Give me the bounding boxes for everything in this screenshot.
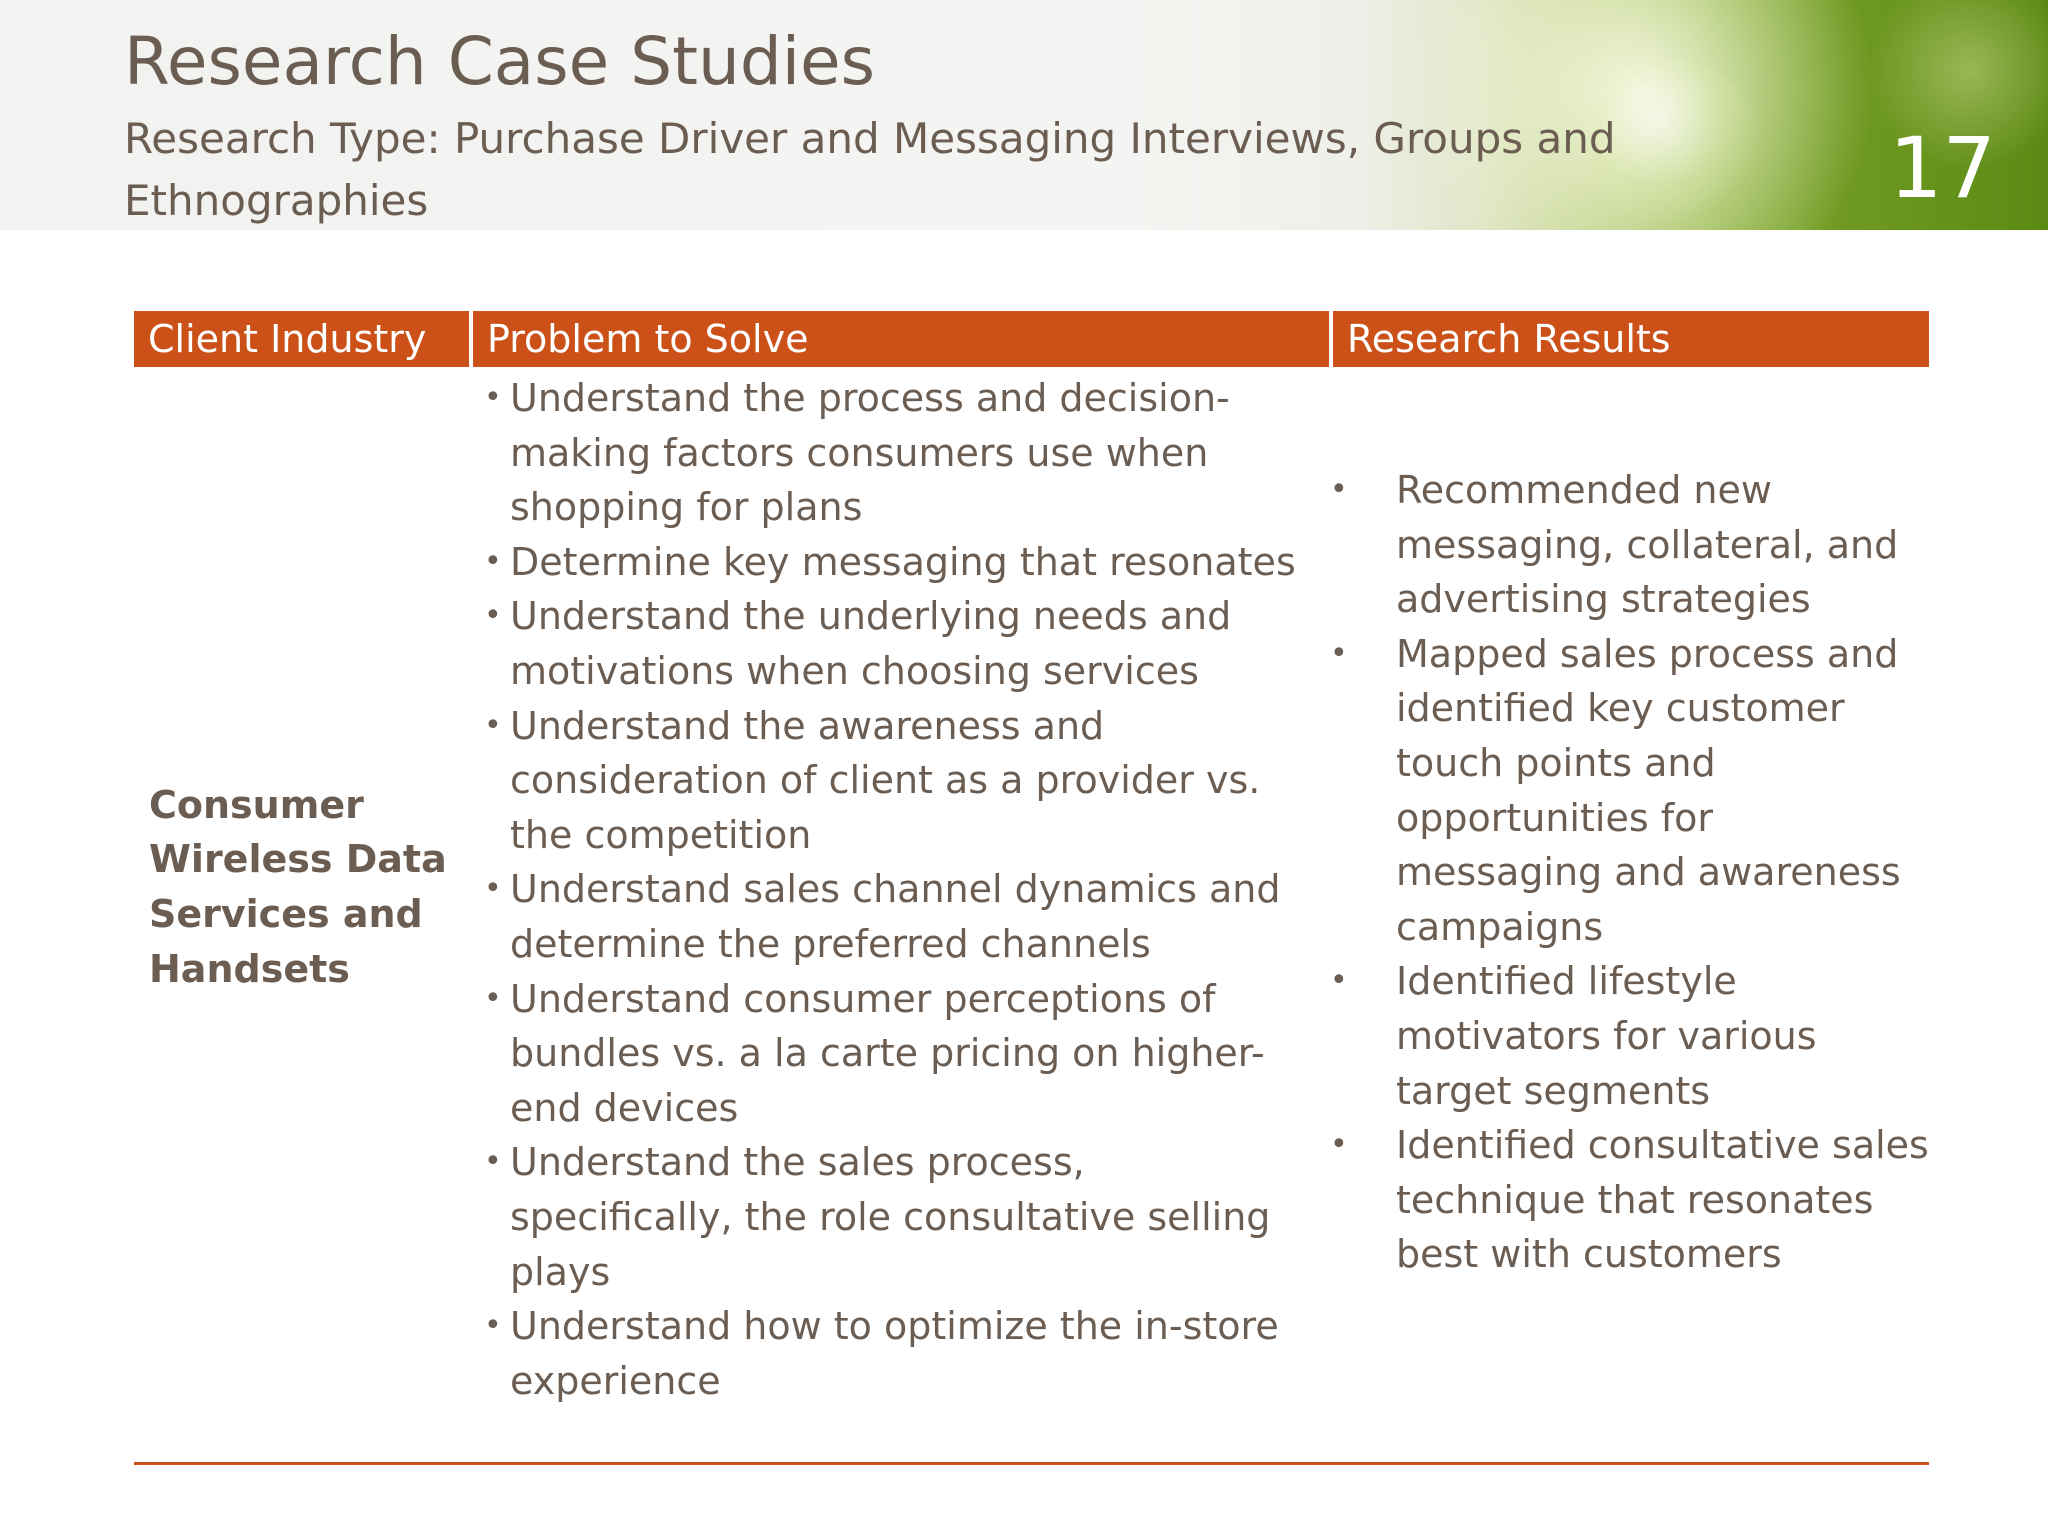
column-header-problem-to-solve: Problem to Solve — [473, 311, 1329, 367]
problem-item: •Understand the underlying needs and mot… — [484, 589, 1314, 698]
header-bubble-decoration — [1590, 60, 1760, 230]
case-study-table: Client Industry Problem to Solve Researc… — [134, 311, 1929, 1465]
bullet-glyph: • — [484, 543, 502, 579]
result-item: •Recommended new messaging, collateral, … — [1330, 463, 1930, 627]
client-industry-cell: Consumer Wireless Data Services and Hand… — [149, 367, 469, 1407]
bullet-glyph: • — [484, 1308, 502, 1344]
bullet-glyph: • — [1330, 963, 1348, 999]
table-body-row: Consumer Wireless Data Services and Hand… — [134, 367, 1929, 1465]
problem-item: •Understand how to optimize the in-store… — [484, 1299, 1314, 1408]
bullet-glyph: • — [484, 980, 502, 1016]
result-item: •Identified consultative sales technique… — [1330, 1118, 1930, 1282]
problem-item: •Understand the awareness and considerat… — [484, 699, 1314, 863]
problem-item: •Determine key messaging that resonates — [484, 535, 1314, 590]
column-header-research-results: Research Results — [1333, 311, 1929, 367]
problem-item: •Understand the sales process, specifica… — [484, 1135, 1314, 1299]
problem-item: •Understand the process and decision-mak… — [484, 371, 1314, 535]
bullet-glyph: • — [484, 707, 502, 743]
bullet-glyph: • — [484, 871, 502, 907]
column-header-client-industry: Client Industry — [134, 311, 469, 367]
slide-header: Research Case Studies Research Type: Pur… — [0, 0, 2048, 230]
client-industry-text: Consumer Wireless Data Services and Hand… — [149, 782, 447, 991]
results-list: •Recommended new messaging, collateral, … — [1330, 463, 1930, 1282]
table-header-row: Client Industry Problem to Solve Researc… — [134, 311, 1929, 367]
problem-item: •Understand consumer perceptions of bund… — [484, 972, 1314, 1136]
bullet-glyph: • — [1330, 635, 1348, 671]
bullet-glyph: • — [484, 1144, 502, 1180]
slide-title: Research Case Studies — [124, 23, 876, 100]
problem-item: •Understand sales channel dynamics and d… — [484, 862, 1314, 971]
result-item: •Identified lifestyle motivators for var… — [1330, 954, 1930, 1118]
problem-list: •Understand the process and decision-mak… — [484, 371, 1314, 1408]
bullet-glyph: • — [484, 380, 502, 415]
bullet-glyph: • — [1330, 1127, 1348, 1163]
result-item: •Mapped sales process and identified key… — [1330, 627, 1930, 955]
bullet-glyph: • — [484, 598, 502, 634]
bullet-glyph: • — [1330, 472, 1348, 507]
slide-number: 17 — [1889, 119, 1996, 217]
slide-subtitle: Research Type: Purchase Driver and Messa… — [124, 114, 1616, 225]
